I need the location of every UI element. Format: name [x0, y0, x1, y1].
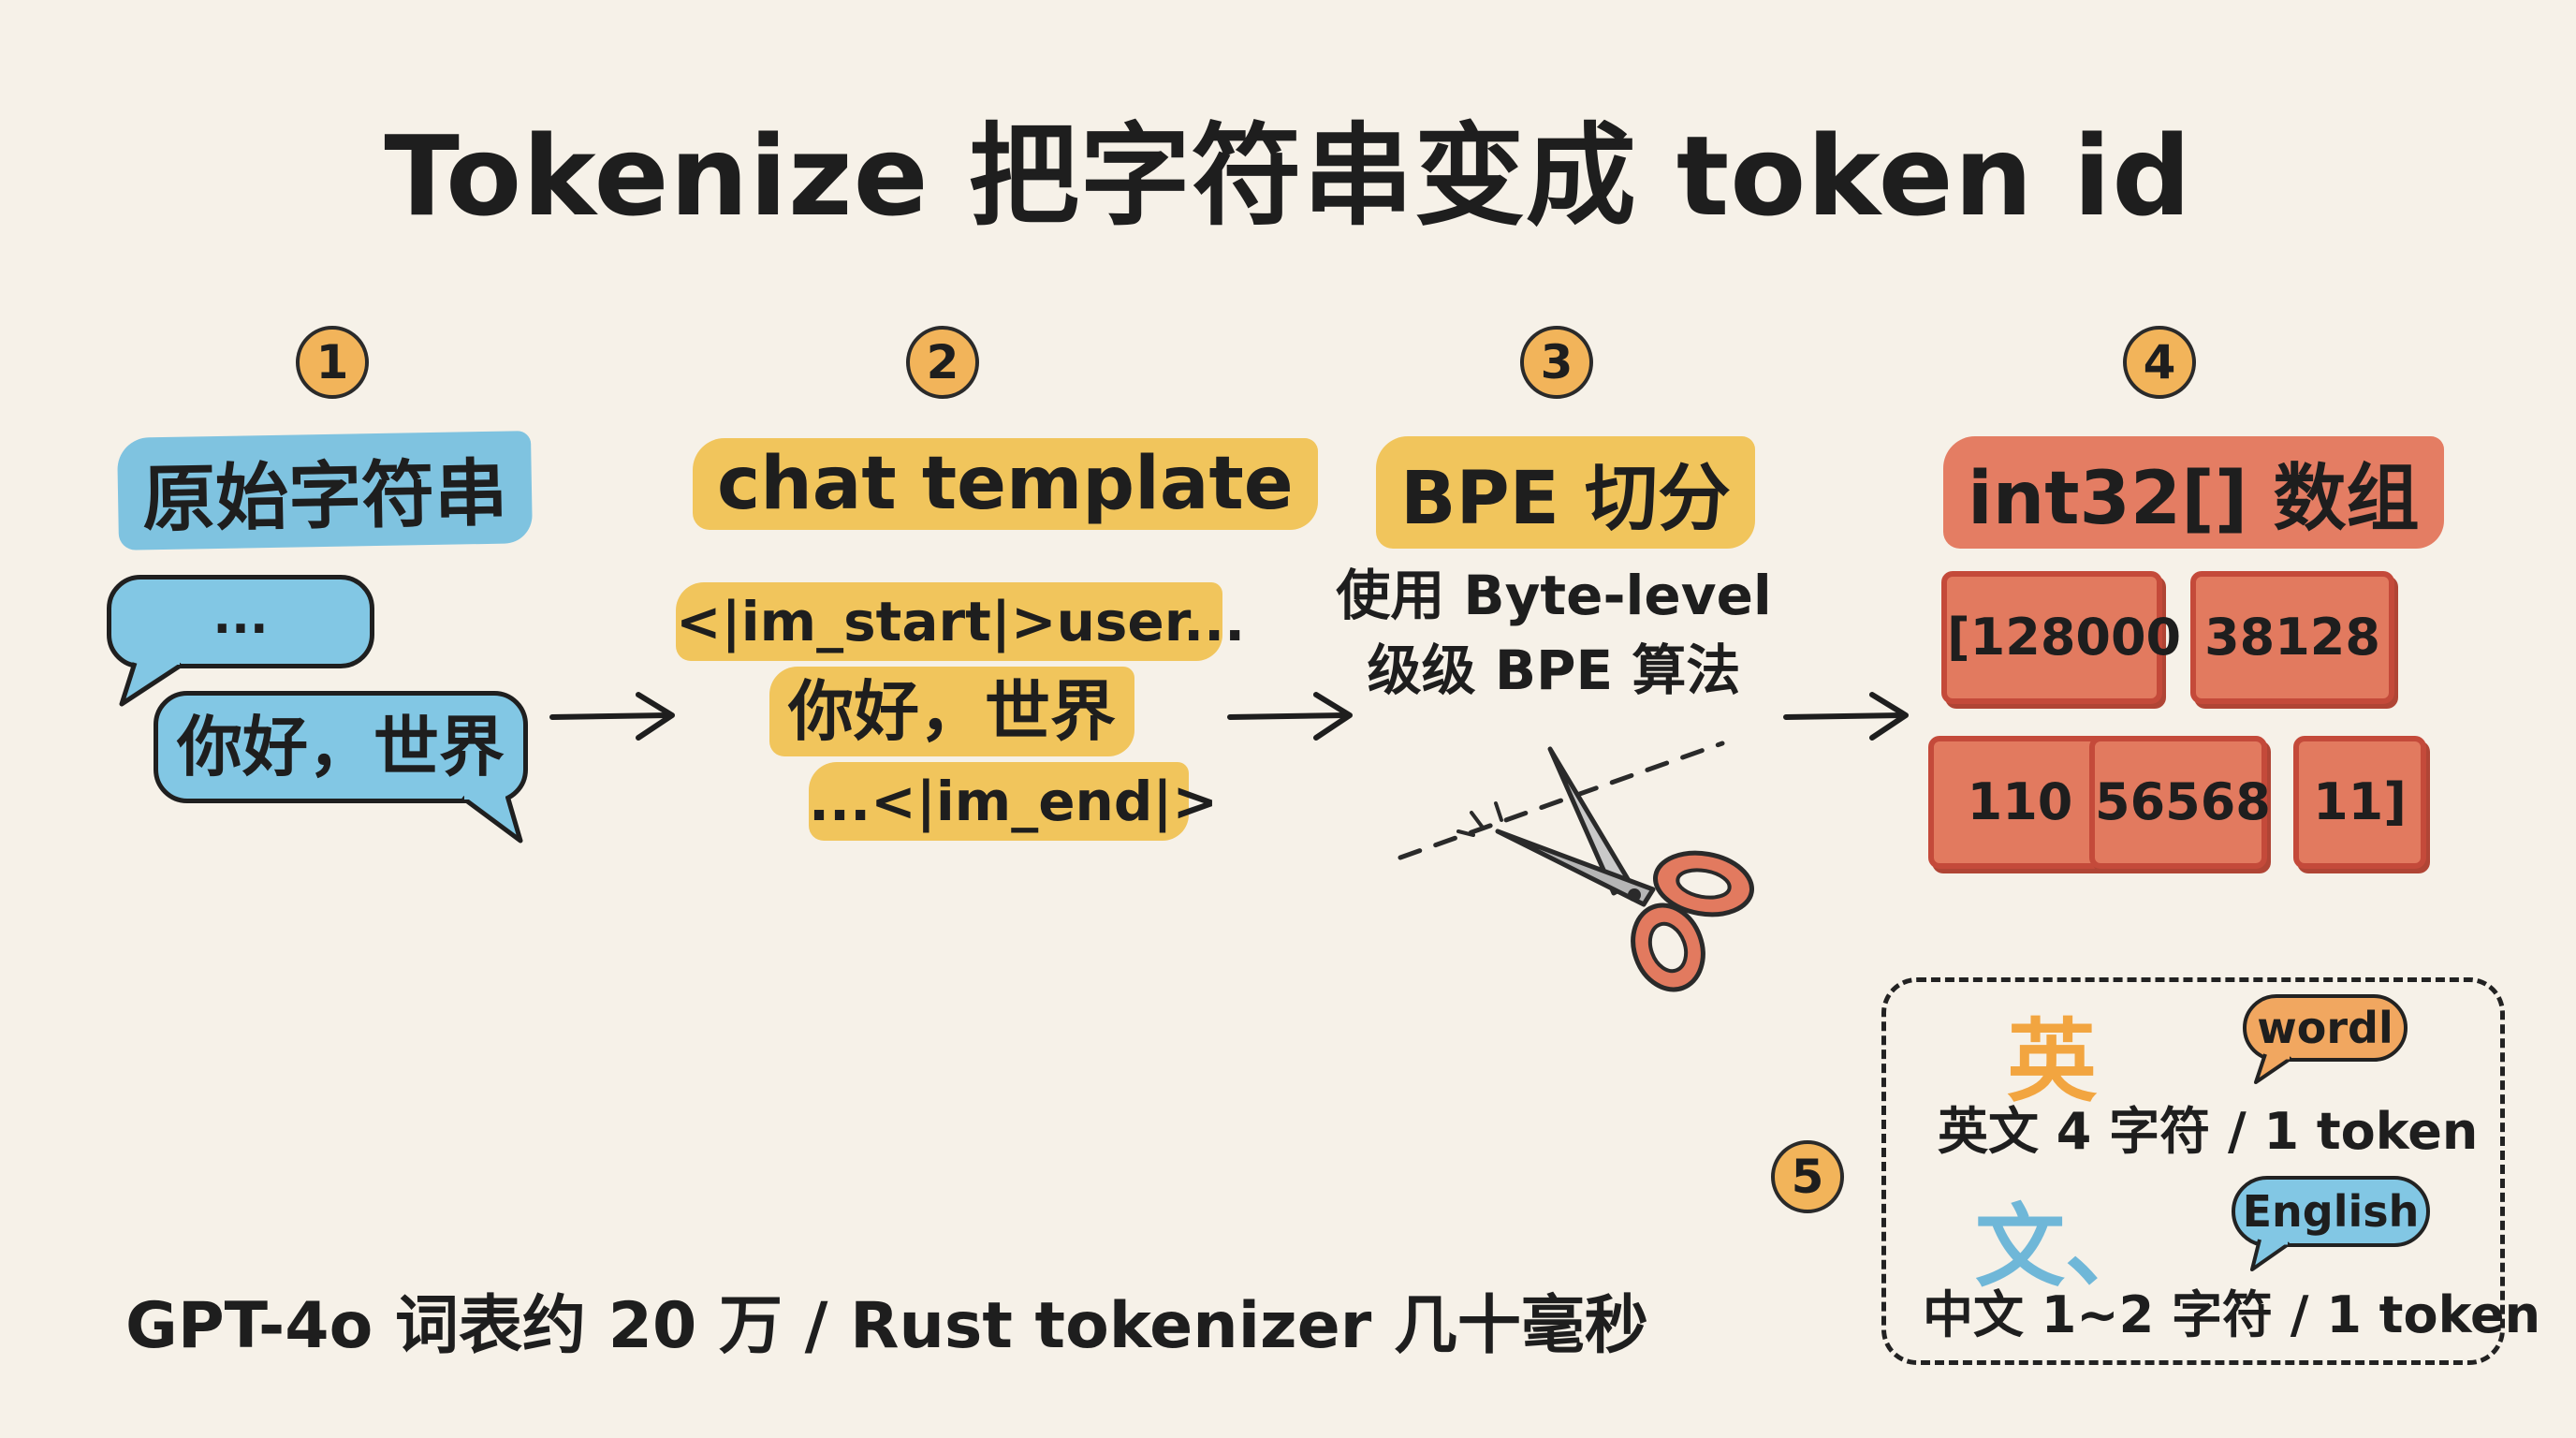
step-3-number: 3	[1520, 326, 1593, 399]
english-speech-bubble: wordl	[2243, 994, 2409, 1084]
step-4-number: 4	[2123, 326, 2196, 399]
bubble-small-tail	[119, 657, 183, 707]
arrow-1-to-2-icon	[549, 692, 675, 741]
bubble-small-text: ...	[107, 575, 374, 668]
english-char-icon: 英	[2007, 1009, 2097, 1114]
speech-bubble-main: 你好，世界	[154, 691, 532, 844]
template-line-start: <|im_start|>user...	[676, 582, 1245, 661]
bubble-main-text: 你好，世界	[154, 691, 528, 803]
chinese-bubble-tail	[2250, 1238, 2291, 1271]
token-id-cell: 38128	[2190, 571, 2394, 704]
english-ratio-text: 英文 4 字符 / 1 token	[1938, 1102, 2479, 1161]
step-1-heading: 原始字符串	[116, 431, 534, 550]
bpe-description-line-1: 使用 Byte-level	[1336, 564, 1772, 627]
page-title: Tokenize 把字符串变成 token id	[384, 111, 2192, 241]
footer-note: GPT-4o 词表约 20 万 / Rust tokenizer 几十毫秒	[125, 1289, 1648, 1363]
token-id-cell: [128000	[1941, 571, 2181, 704]
chinese-bubble-text: English	[2232, 1176, 2430, 1247]
token-id-cell: 110	[1928, 736, 2112, 869]
step-2-heading: chat template	[693, 438, 1318, 530]
arrow-2-to-3-icon	[1227, 692, 1353, 741]
bpe-description-line-2: 级级 BPE 算法	[1367, 638, 1741, 702]
token-id-cell: 11]	[2293, 736, 2426, 869]
chinese-ratio-text: 中文 1~2 字符 / 1 token	[1923, 1285, 2541, 1344]
english-bubble-tail	[2254, 1052, 2293, 1084]
bpe-description: 使用 Byte-level 级级 BPE 算法	[1310, 558, 1797, 708]
step-5-number: 5	[1771, 1140, 1844, 1213]
template-line-end: ...<|im_end|>	[809, 762, 1218, 841]
arrow-3-to-4-icon	[1783, 692, 1909, 741]
chinese-speech-bubble: English	[2232, 1176, 2432, 1271]
bubble-main-tail	[461, 792, 523, 844]
template-line-content: 你好，世界	[769, 667, 1134, 756]
english-bubble-text: wordl	[2243, 994, 2408, 1062]
step-2-number: 2	[906, 326, 979, 399]
legend-box	[1881, 977, 2505, 1365]
step-3-heading: BPE 切分	[1376, 436, 1756, 549]
speech-bubble-small: ...	[107, 575, 378, 707]
scissors-icon	[1398, 741, 1755, 992]
token-id-cell: 56568	[2089, 736, 2271, 869]
chinese-char-icon: 文、	[1975, 1195, 2155, 1299]
step-1-number: 1	[296, 326, 369, 399]
step-4-heading: int32[] 数组	[1943, 436, 2444, 549]
